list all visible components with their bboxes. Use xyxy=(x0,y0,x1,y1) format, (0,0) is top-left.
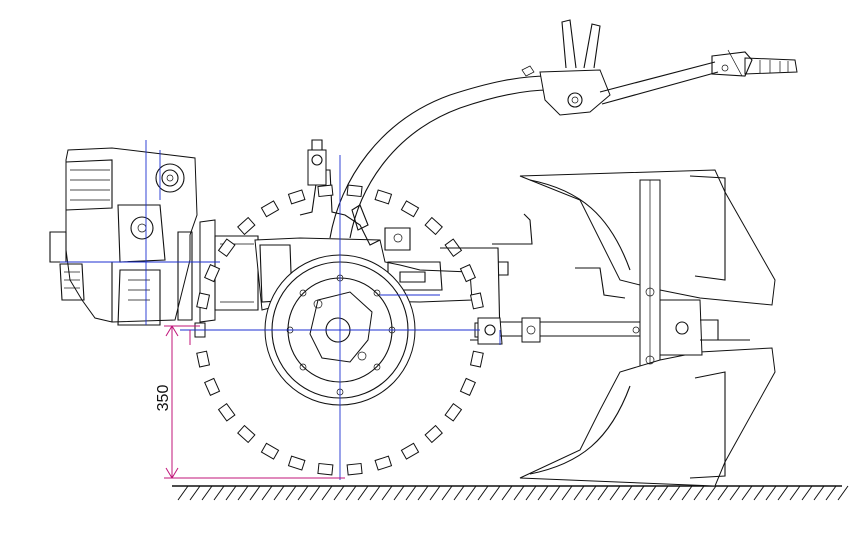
hatch-stroke xyxy=(333,485,345,501)
hatch-stroke xyxy=(729,485,741,501)
hatch-stroke xyxy=(489,485,501,501)
wheel-lug xyxy=(237,216,256,236)
wheel-lug xyxy=(317,462,334,476)
hatch-stroke xyxy=(225,485,237,501)
hatch-stroke xyxy=(369,485,381,501)
wheel-lug xyxy=(469,292,484,310)
hatch-stroke xyxy=(765,485,777,501)
hatch-stroke xyxy=(249,485,261,501)
hatch-stroke xyxy=(585,485,597,501)
hatch-stroke xyxy=(573,485,585,501)
wheel-lug xyxy=(287,455,306,471)
wheel-lug xyxy=(374,189,393,205)
hatch-stroke xyxy=(813,485,825,501)
hatch-stroke xyxy=(477,485,489,501)
wheel-lug xyxy=(217,238,236,258)
hatch-stroke xyxy=(189,485,201,501)
hatch-stroke xyxy=(465,485,477,501)
hatch-stroke xyxy=(177,485,189,501)
wheel-lug xyxy=(374,455,393,471)
wheel-lug xyxy=(459,377,476,396)
hatch-stroke xyxy=(789,485,801,501)
hatch-stroke xyxy=(309,485,321,501)
engine xyxy=(49,147,198,326)
wheel-lug xyxy=(469,350,484,368)
hatch-stroke xyxy=(213,485,225,501)
ridger-body xyxy=(519,169,776,487)
hatch-stroke xyxy=(681,485,693,501)
hatch-stroke xyxy=(237,485,249,501)
hatch-stroke xyxy=(537,485,549,501)
wheel-lug xyxy=(237,424,256,444)
wheel-lug xyxy=(204,264,221,283)
hatch-stroke xyxy=(777,485,789,501)
wheel-lug xyxy=(424,424,443,444)
hatch-stroke xyxy=(633,485,645,501)
hatch-stroke xyxy=(513,485,525,501)
hatch-stroke xyxy=(381,485,393,501)
hatch-stroke xyxy=(693,485,705,501)
wheel-lug xyxy=(287,189,306,205)
hatch-stroke xyxy=(405,485,417,501)
wheel-lug xyxy=(260,442,280,460)
hatch-stroke xyxy=(753,485,765,501)
hatch-stroke xyxy=(645,485,657,501)
hatch-stroke xyxy=(345,485,357,501)
wheel-lug xyxy=(400,442,420,460)
hatch-stroke xyxy=(705,485,717,501)
wheel-lug xyxy=(196,350,211,368)
hatch-stroke xyxy=(609,485,621,501)
hatch-stroke xyxy=(453,485,465,501)
wheel-lug xyxy=(346,184,363,198)
hatch-stroke xyxy=(825,485,837,501)
height-dimension: 350 xyxy=(155,325,345,479)
hatch-stroke xyxy=(273,485,285,501)
handlebar xyxy=(329,19,798,239)
hatch-stroke xyxy=(501,485,513,501)
wheel-lug xyxy=(424,216,443,236)
hitch-frame xyxy=(440,213,640,345)
hatch-stroke xyxy=(717,485,729,501)
wheel-lug xyxy=(400,200,420,218)
hatch-stroke xyxy=(549,485,561,501)
wheel-lug xyxy=(217,402,236,422)
hatch-stroke xyxy=(561,485,573,501)
hatch-stroke xyxy=(597,485,609,501)
ground-hatching xyxy=(177,485,849,501)
center-lines xyxy=(60,140,501,480)
wheel-lug xyxy=(260,200,280,218)
dimension-label: 350 xyxy=(155,385,172,412)
hatch-stroke xyxy=(801,485,813,501)
hatch-stroke xyxy=(837,485,849,501)
hatch-stroke xyxy=(621,485,633,501)
wheel-lug xyxy=(346,462,363,476)
hatch-stroke xyxy=(525,485,537,501)
wheel-lug xyxy=(317,184,334,198)
ground-line xyxy=(172,485,849,501)
hatch-stroke xyxy=(357,485,369,501)
hatch-stroke xyxy=(201,485,213,501)
wheel-lug xyxy=(204,377,221,396)
hatch-stroke xyxy=(285,485,297,501)
hatch-stroke xyxy=(657,485,669,501)
hatch-stroke xyxy=(393,485,405,501)
wheel-lug xyxy=(196,292,211,310)
wheel-lug xyxy=(444,402,463,422)
hatch-stroke xyxy=(261,485,273,501)
hatch-stroke xyxy=(441,485,453,501)
hatch-stroke xyxy=(321,485,333,501)
hatch-stroke xyxy=(741,485,753,501)
hatch-stroke xyxy=(429,485,441,501)
wheel-lug xyxy=(459,264,476,283)
hatch-stroke xyxy=(297,485,309,501)
hatch-stroke xyxy=(669,485,681,501)
hatch-stroke xyxy=(417,485,429,501)
